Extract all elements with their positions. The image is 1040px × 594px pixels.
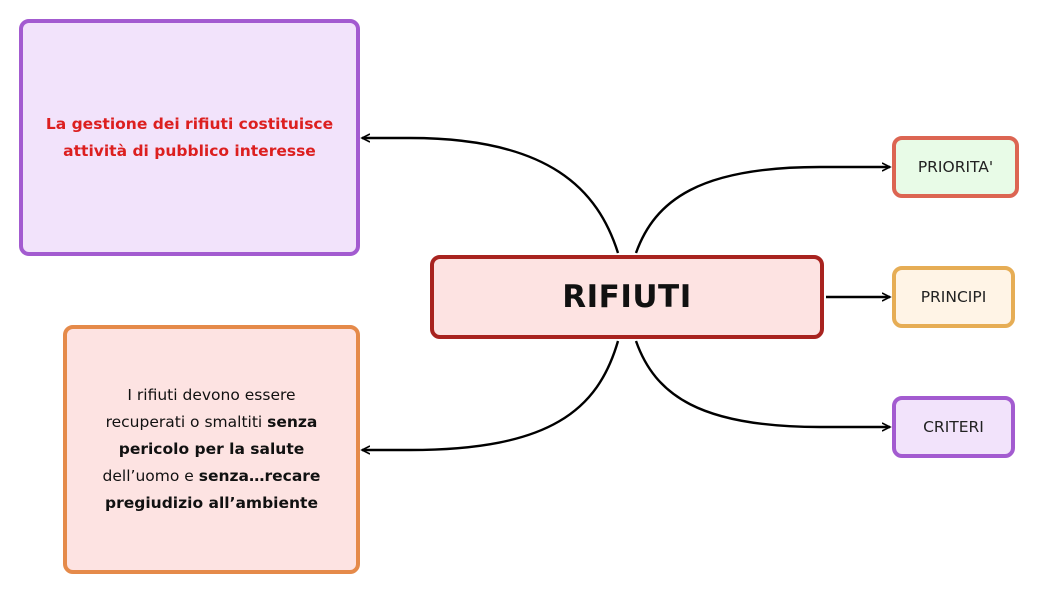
node-priorita[interactable]: PRIORITA' <box>892 136 1019 198</box>
node-rifiuti-central[interactable]: RIFIUTI <box>430 255 824 339</box>
node-recupero-smaltimento-text: I rifiuti devono essere recuperati o sma… <box>87 382 336 517</box>
connector-center-to-left-bottom <box>362 340 620 450</box>
node-recupero-smaltimento[interactable]: I rifiuti devono essere recuperati o sma… <box>63 325 360 574</box>
connector-center-to-left-top <box>362 138 620 254</box>
node-gestione-rifiuti-text: La gestione dei rifiuti costituisce atti… <box>45 114 334 160</box>
central-title: RIFIUTI <box>562 279 692 315</box>
text-part-2: senza pericolo per la salute <box>118 413 318 458</box>
node-principi[interactable]: PRINCIPI <box>892 266 1015 328</box>
text-part-4: senza…recare pregiudizio all’ambiente <box>105 467 321 512</box>
connector-center-to-criteri <box>634 340 890 427</box>
node-priorita-label: PRIORITA' <box>917 158 994 176</box>
node-gestione-rifiuti[interactable]: La gestione dei rifiuti costituisce atti… <box>19 19 360 256</box>
node-criteri-label: CRITERI <box>923 418 984 436</box>
node-criteri[interactable]: CRITERI <box>892 396 1015 458</box>
text-part-3: dell’uomo e <box>102 467 199 485</box>
node-principi-label: PRINCIPI <box>920 288 987 306</box>
connector-center-to-priorita <box>634 167 890 254</box>
text-part-1: I rifiuti devono essere recuperati o sma… <box>105 386 296 431</box>
